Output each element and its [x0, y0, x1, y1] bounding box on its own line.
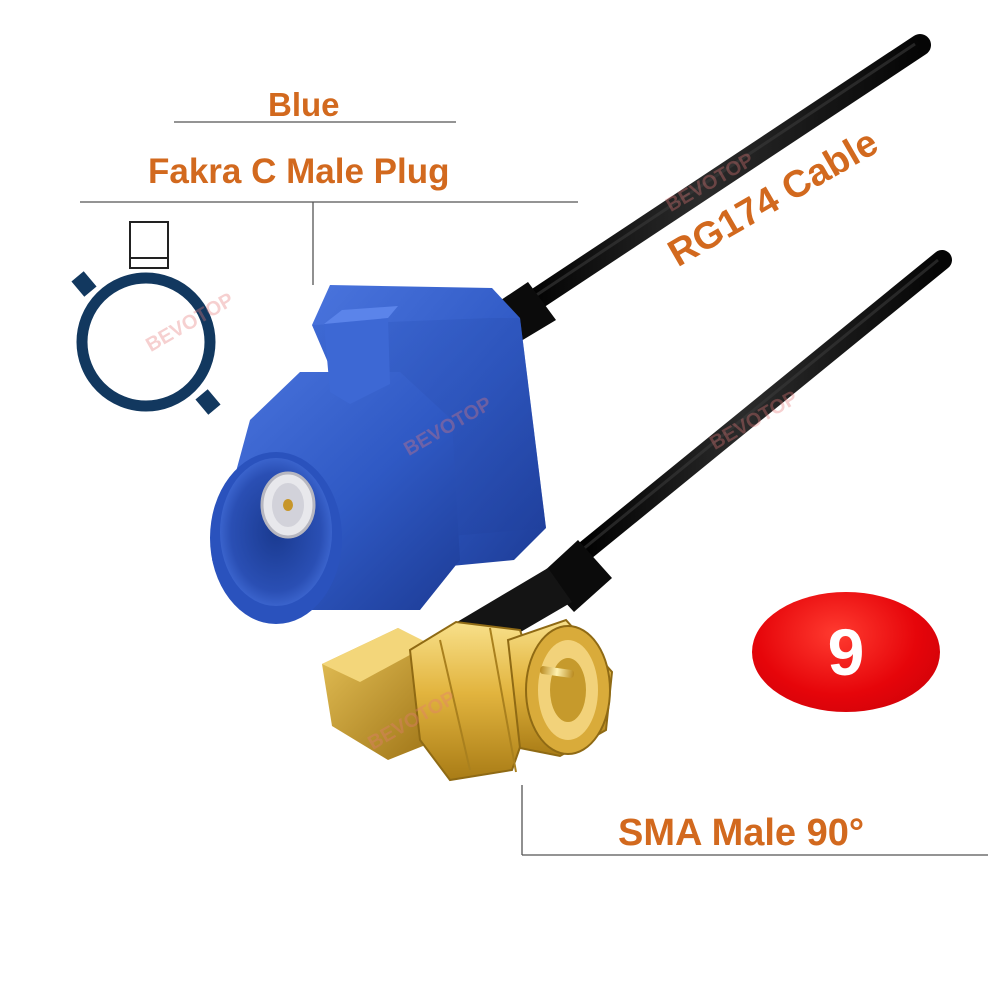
connector-color-label: Blue [268, 86, 340, 123]
leader-lines [80, 121, 988, 856]
fakra-plug [210, 285, 546, 624]
badge-number: 9 [827, 615, 865, 689]
sma-connector [322, 618, 614, 782]
model-number-badge: 9 [752, 592, 940, 712]
sma-connector-label: SMA Male 90° [618, 812, 865, 854]
fakra-plug-label: Fakra C Male Plug [148, 152, 450, 191]
fakra-key-diagram [71, 221, 221, 415]
